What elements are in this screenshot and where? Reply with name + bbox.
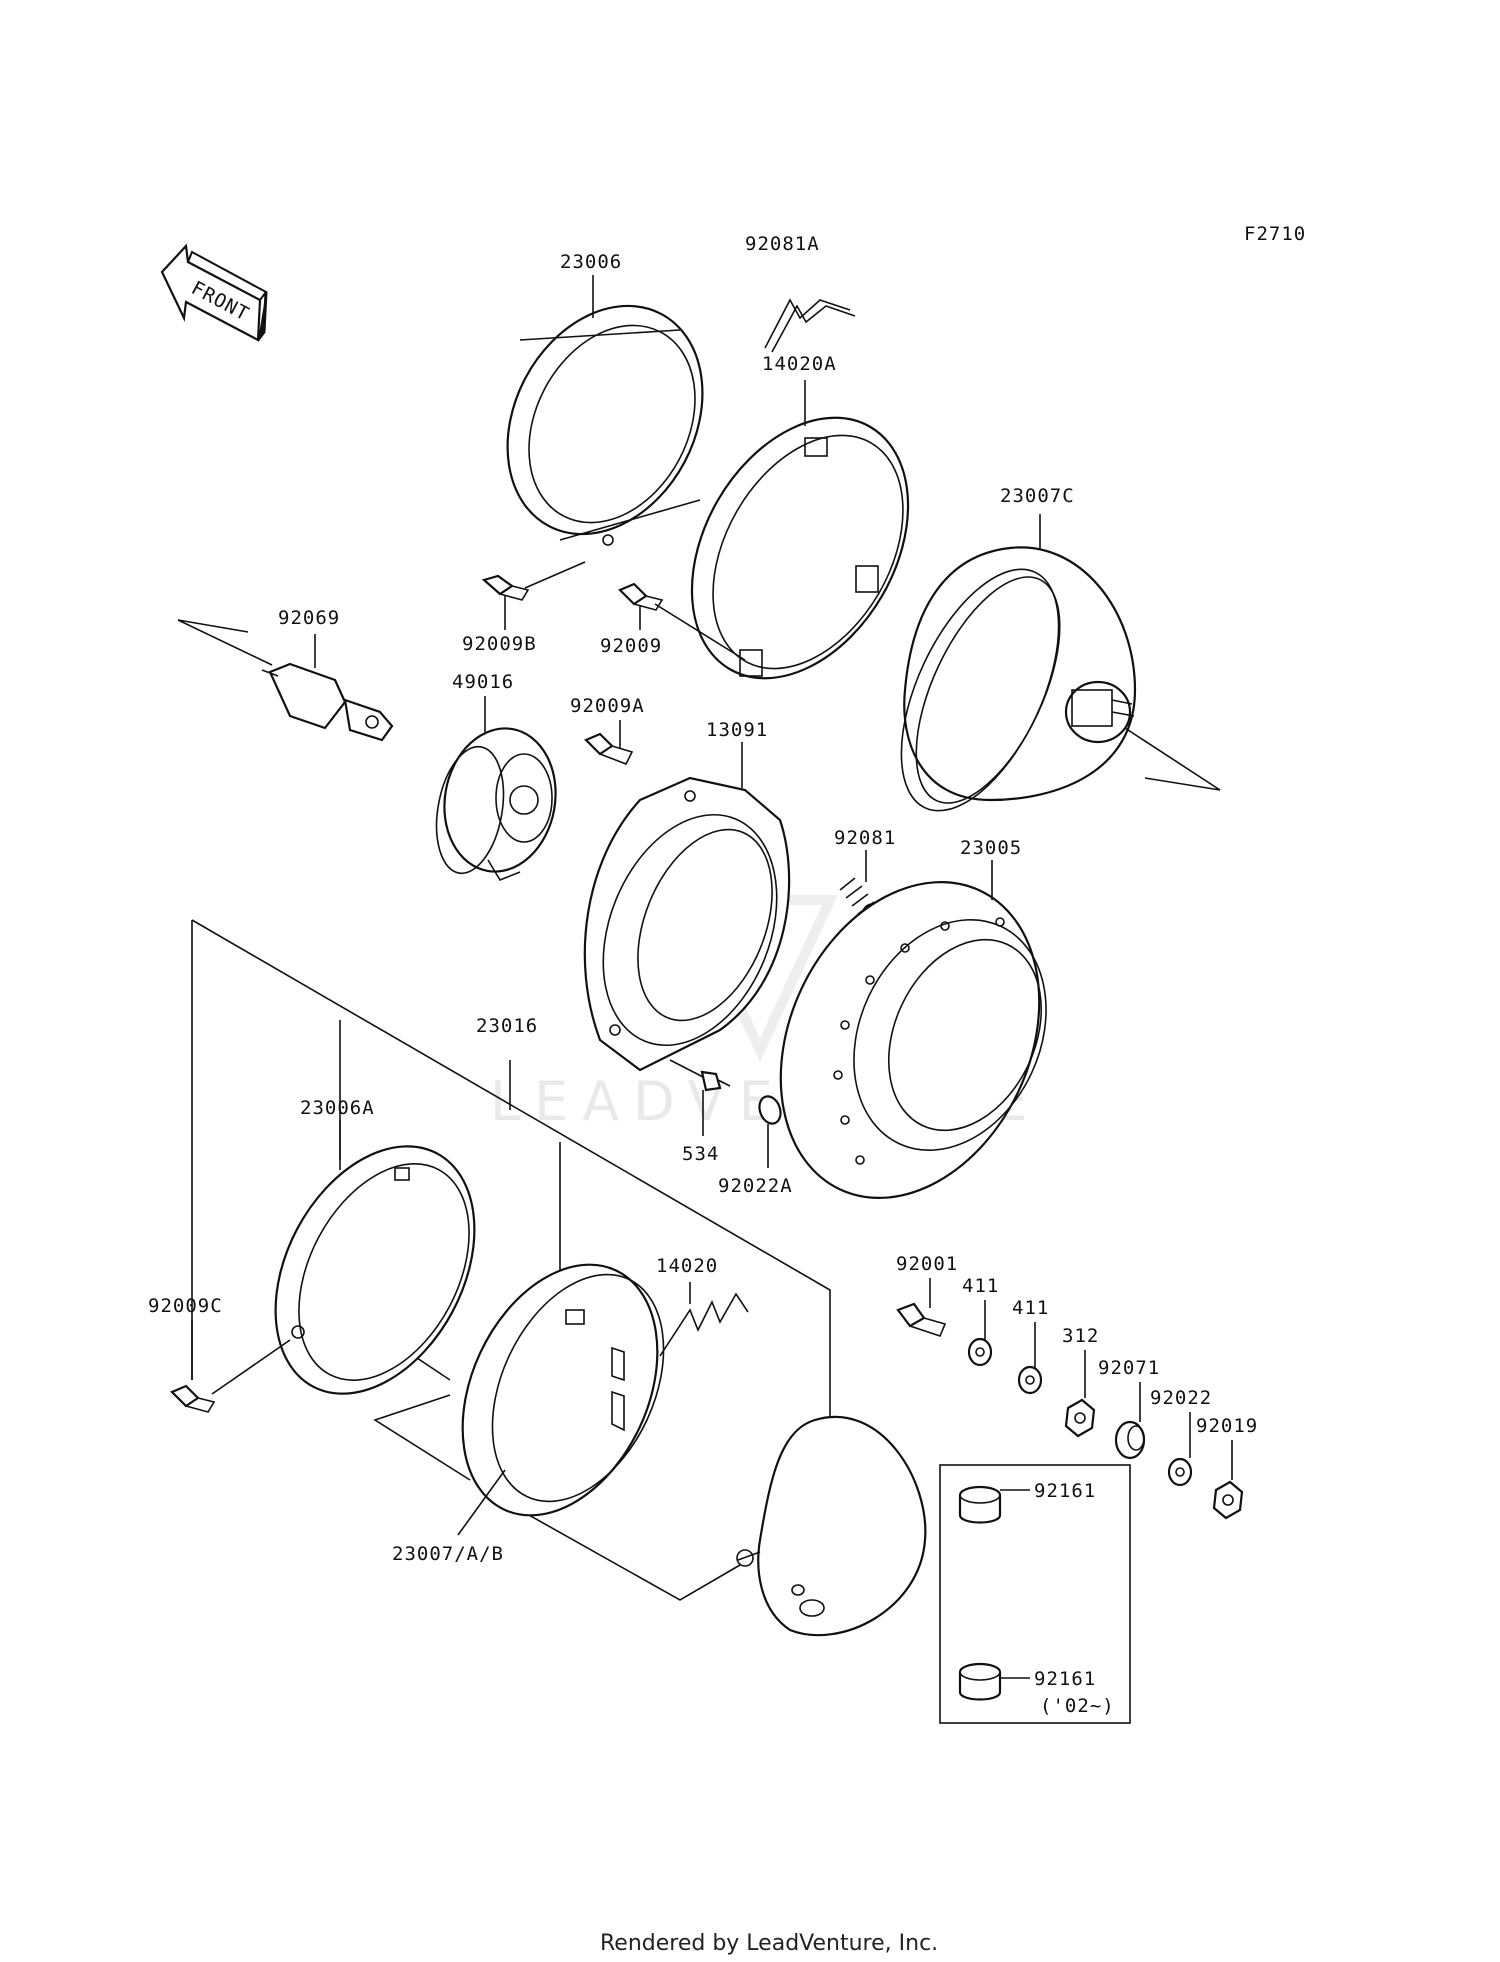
part-92019-nut [1212, 1480, 1244, 1520]
part-92022-washer [1167, 1457, 1193, 1487]
part-92161-box: 92161 92161 ('02~) [939, 1464, 1131, 1724]
part-49016-bulb [435, 727, 557, 881]
label-14020A: 14020A [762, 353, 837, 375]
label-411-b: 411 [1012, 1297, 1049, 1319]
part-92161-cap-b [958, 1662, 1002, 1701]
label-92022: 92022 [1150, 1387, 1212, 1409]
part-92009-screw [618, 582, 664, 611]
label-23016: 23016 [476, 1015, 538, 1037]
part-92161-cap-a [958, 1485, 1002, 1524]
label-92081: 92081 [834, 827, 896, 849]
label-92009C: 92009C [148, 1295, 223, 1317]
label-92071: 92071 [1098, 1357, 1160, 1379]
label-23007AB: 23007/A/B [392, 1543, 504, 1565]
part-92009B-screw [481, 574, 530, 601]
footer-credit: Rendered by LeadVenture, Inc. [600, 1931, 938, 1956]
part-411-washer-a [967, 1337, 993, 1367]
figure-code: F2710 [1244, 223, 1306, 245]
label-411-a: 411 [962, 1275, 999, 1297]
part-23007C-housing [900, 546, 1137, 812]
label-92001: 92001 [896, 1253, 958, 1275]
label-92009B: 92009B [462, 633, 537, 655]
part-14020-spring [659, 1292, 749, 1357]
front-arrow-icon: FRONT [160, 243, 268, 342]
label-23006A: 23006A [300, 1097, 375, 1119]
label-312: 312 [1062, 1325, 1099, 1347]
label-92161-b-note: ('02~) [1040, 1695, 1115, 1717]
part-92009C-screw [170, 1384, 216, 1413]
label-23006: 23006 [560, 251, 622, 273]
part-92022A-washer [758, 1095, 782, 1125]
part-23006A-rim [274, 1145, 476, 1395]
label-92009A: 92009A [570, 695, 645, 717]
part-14020A-ring [690, 416, 910, 680]
part-92081A-clip [764, 298, 856, 353]
label-23007C: 23007C [1000, 485, 1075, 507]
label-23005: 23005 [960, 837, 1022, 859]
part-lens-cover [736, 1415, 927, 1637]
label-92161-a: 92161 [1034, 1480, 1096, 1502]
part-92001-bolt [896, 1302, 947, 1337]
label-92069: 92069 [278, 607, 340, 629]
label-14020: 14020 [656, 1255, 718, 1277]
part-312-nut [1064, 1398, 1096, 1438]
part-92009A-screw [584, 732, 634, 766]
label-534: 534 [682, 1143, 719, 1165]
part-92069-socket [261, 662, 394, 742]
label-49016: 49016 [452, 671, 514, 693]
part-23005-case [779, 880, 1047, 1200]
label-92009: 92009 [600, 635, 662, 657]
part-92071-spacer [1114, 1420, 1146, 1460]
part-13091-mount [583, 776, 791, 1072]
label-92081A: 92081A [745, 233, 820, 255]
label-92161-b: 92161 [1034, 1668, 1096, 1690]
label-92019: 92019 [1196, 1415, 1258, 1437]
part-23007AB-unit [461, 1263, 665, 1517]
part-534-rivet [669, 1059, 731, 1092]
part-411-washer-b [1017, 1365, 1043, 1395]
part-23006-rim [506, 304, 704, 546]
label-92022A: 92022A [718, 1175, 793, 1197]
label-13091: 13091 [706, 719, 768, 741]
